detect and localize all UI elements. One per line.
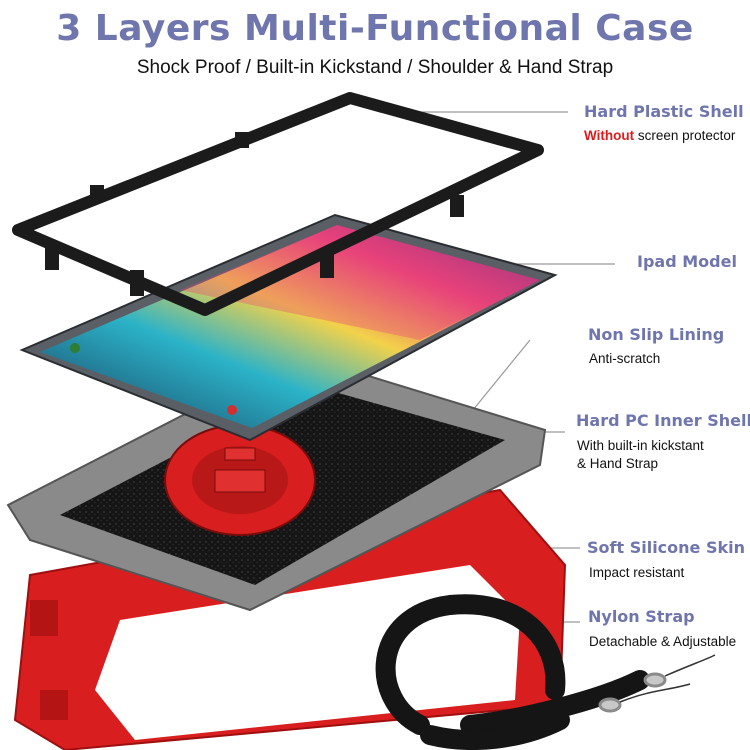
feature-hard-pc-inner-shell-desc-1: With built-in kickstant xyxy=(577,438,704,453)
page-title: 3 Layers Multi-Functional Case xyxy=(56,8,694,49)
strap-cords xyxy=(619,654,716,703)
inner-shell xyxy=(6,353,547,612)
feature-nylon-strap-name: Nylon Strap xyxy=(588,607,695,626)
page-subtitle: Shock Proof / Built-in Kickstand / Shoul… xyxy=(136,57,614,78)
feature-soft-silicone-skin-desc: Impact resistant xyxy=(589,565,685,580)
feature-hard-plastic-shell-name: Hard Plastic Shell xyxy=(584,102,744,121)
nylon-strap xyxy=(375,594,650,750)
feature-soft-silicone-skin-name: Soft Silicone Skin xyxy=(587,538,745,557)
feature-non-slip-lining-name: Non Slip Lining xyxy=(588,325,725,344)
feature-hard-plastic-shell-highlight: Without xyxy=(584,128,635,143)
feature-hard-plastic-shell-rest: screen protector xyxy=(637,128,736,143)
feature-hard-pc-inner-shell-desc-2: & Hand Strap xyxy=(577,456,659,471)
feature-ipad-model-name: Ipad Model xyxy=(637,252,737,271)
tablet xyxy=(19,213,558,442)
feature-hard-pc-inner-shell-name: Hard PC Inner Shell xyxy=(576,411,750,430)
feature-non-slip-lining-desc: Anti-scratch xyxy=(589,351,661,366)
hard-plastic-frame xyxy=(12,92,544,316)
strap-clips xyxy=(598,672,667,713)
feature-nylon-strap-desc: Detachable & Adjustable xyxy=(589,634,737,649)
feature-hard-plastic-shell-desc: Without screen protector xyxy=(584,126,735,145)
